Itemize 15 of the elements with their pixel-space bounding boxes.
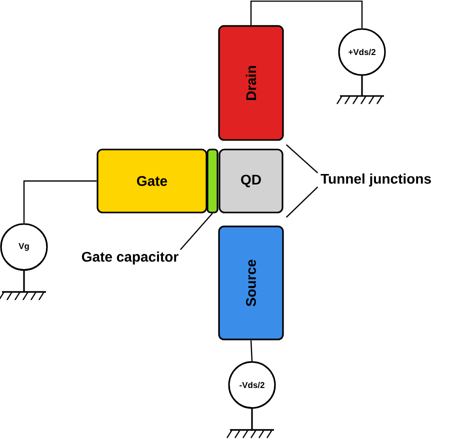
- voltage-source: -Vds/2: [228, 361, 276, 409]
- wire: [250, 0, 363, 28]
- callout-label: Gate capacitor: [82, 251, 178, 264]
- wire: [23, 180, 97, 224]
- capacitor-bar: [206, 148, 218, 214]
- leader-line: [286, 144, 318, 174]
- callout-label: Tunnel junctions: [320, 173, 431, 186]
- leader-line: [180, 212, 213, 250]
- wire: [250, 340, 253, 362]
- voltage-source: +Vds/2: [338, 28, 386, 76]
- source-electrode: Source: [218, 226, 284, 340]
- voltage-source: Vg: [0, 223, 48, 271]
- drain-electrode: Drain: [218, 25, 284, 141]
- gate-electrode: Gate: [96, 148, 208, 214]
- leader-line: [286, 186, 318, 218]
